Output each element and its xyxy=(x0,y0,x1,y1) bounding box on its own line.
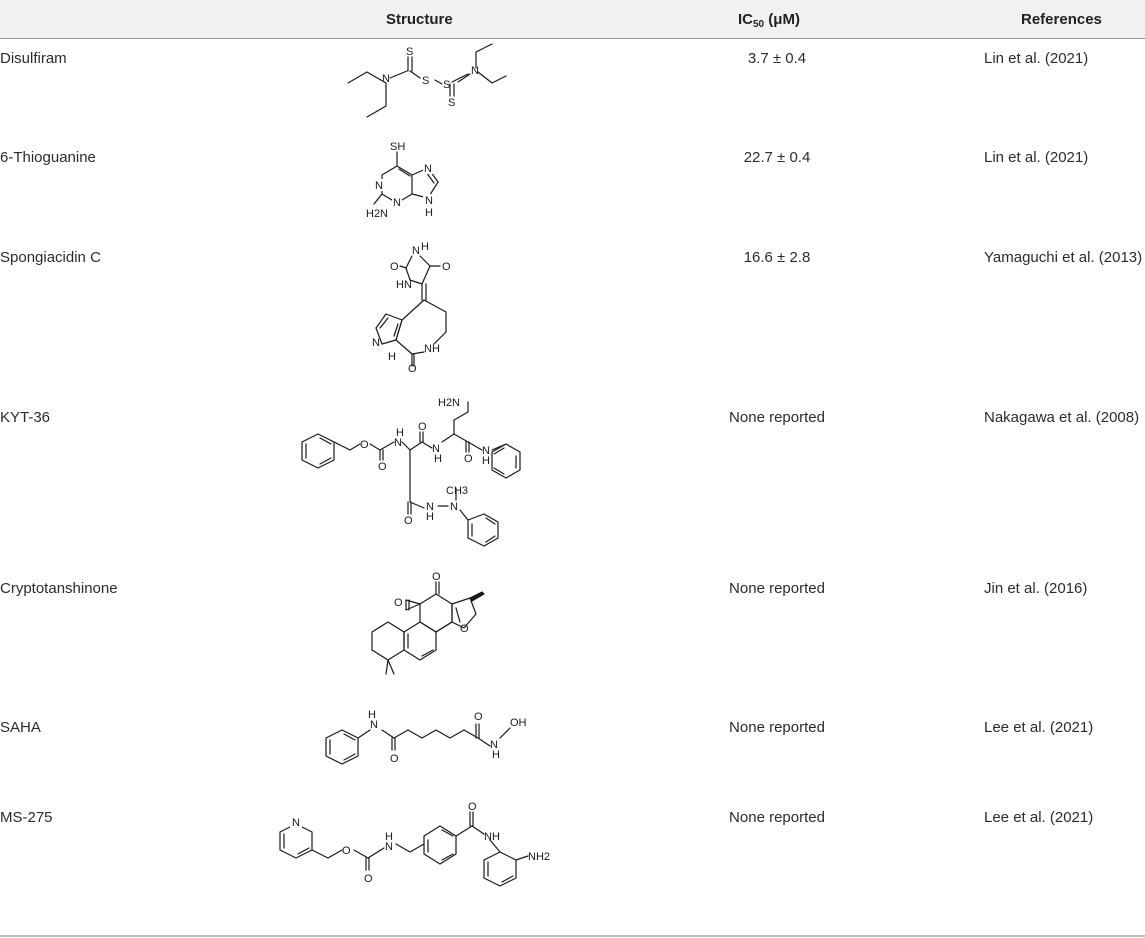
row-ic50-cryptotanshinone: None reported xyxy=(729,580,825,597)
spongiacidin-c-structure: O N H HN O NH O N H O xyxy=(372,241,451,375)
atom-h: H xyxy=(425,207,433,219)
row-ic50-saha: None reported xyxy=(729,719,825,736)
atom-o: O xyxy=(404,515,413,527)
atom-sh: SH xyxy=(390,141,405,153)
atom-nh2: NH2 xyxy=(528,851,550,863)
atom-n: N xyxy=(292,817,300,829)
atom-o: O xyxy=(474,711,483,723)
atom-h: H xyxy=(396,427,404,439)
atom-o: O xyxy=(460,623,469,635)
row-ic50-kyt-36: None reported xyxy=(729,409,825,426)
row-name-cryptotanshinone: Cryptotanshinone xyxy=(0,580,118,597)
table-header-background xyxy=(0,0,1145,38)
atom-n: N xyxy=(426,501,434,513)
ms-275-structure: N O O N H O NH NH2 xyxy=(279,801,550,887)
disulfiram-structure: S N S S S N xyxy=(347,43,507,118)
saha-structure: N H O O N H OH xyxy=(325,709,527,765)
atom-n: N xyxy=(393,197,401,209)
atom-o: O xyxy=(464,453,473,465)
atom-o: O xyxy=(390,261,399,273)
atom-n: N xyxy=(450,501,458,513)
atom-h: H xyxy=(368,709,376,721)
row-name-spongiacidin-c: Spongiacidin C xyxy=(0,249,101,266)
atom-o: O xyxy=(442,261,451,273)
atom-h2n: H2N xyxy=(366,208,388,220)
atom-h: H xyxy=(426,511,434,523)
atom-h: H xyxy=(388,351,396,363)
atom-n: N xyxy=(424,163,432,175)
row-reference-saha: Lee et al. (2021) xyxy=(984,719,1094,736)
cryptotanshinone-structure: O O O xyxy=(371,571,485,675)
atom-n: N xyxy=(412,245,420,257)
row-reference-6-thioguanine: Lin et al. (2021) xyxy=(984,149,1089,166)
header-ic50: IC50 (μM) xyxy=(738,11,800,30)
atom-nh: NH xyxy=(424,343,440,355)
atom-o: O xyxy=(468,801,477,813)
atom-s: S xyxy=(443,79,450,91)
atom-h: H xyxy=(434,453,442,465)
row-name-disulfiram: Disulfiram xyxy=(0,50,67,67)
atom-n: N xyxy=(370,719,378,731)
atom-o: O xyxy=(360,439,369,451)
row-ic50-6-thioguanine: 22.7 ± 0.4 xyxy=(743,149,811,166)
atom-n: N xyxy=(482,445,490,457)
atom-ch3: CH3 xyxy=(446,485,468,497)
atom-s: S xyxy=(406,46,413,58)
atom-hn: HN xyxy=(396,279,412,291)
row-ic50-ms-275: None reported xyxy=(729,809,825,826)
row-ic50-disulfiram: 3.7 ± 0.4 xyxy=(747,50,807,67)
atom-n: N xyxy=(432,443,440,455)
6-thioguanine-structure: SH N N N N H H2N xyxy=(366,141,439,220)
atom-n: N xyxy=(385,841,393,853)
header-structure: Structure xyxy=(386,11,453,28)
atom-n: N xyxy=(382,73,390,85)
atom-n: N xyxy=(375,180,383,192)
atom-n: N xyxy=(425,195,433,207)
atom-oh: OH xyxy=(510,717,527,729)
row-name-saha: SAHA xyxy=(0,719,41,736)
atom-nh: NH xyxy=(484,831,500,843)
row-ic50-spongiacidin-c: 16.6 ± 2.8 xyxy=(743,249,811,266)
atom-n: N xyxy=(471,65,479,77)
row-reference-disulfiram: Lin et al. (2021) xyxy=(984,50,1089,67)
row-reference-cryptotanshinone: Jin et al. (2016) xyxy=(984,580,1088,597)
atom-o: O xyxy=(342,845,351,857)
atom-n: N xyxy=(490,739,498,751)
row-reference-kyt-36: Nakagawa et al. (2008) xyxy=(984,409,1140,426)
atom-o: O xyxy=(408,363,417,375)
header-divider xyxy=(0,38,1145,39)
atom-o: O xyxy=(418,421,427,433)
atom-o: O xyxy=(432,571,441,583)
row-name-6-thioguanine: 6-Thioguanine xyxy=(0,149,96,166)
kyt-36-structure: O O N H O N H H2N O N H O N H N CH3 xyxy=(301,397,521,547)
row-reference-ms-275: Lee et al. (2021) xyxy=(984,809,1094,826)
atom-n: N xyxy=(394,437,402,449)
header-references: References xyxy=(1021,11,1102,28)
atom-h2n: H2N xyxy=(438,397,460,409)
atom-s: S xyxy=(448,97,455,109)
atom-n: N xyxy=(372,337,380,349)
atom-o: O xyxy=(390,753,399,765)
atom-h: H xyxy=(492,749,500,761)
row-name-ms-275: MS-275 xyxy=(0,809,53,826)
atom-h: H xyxy=(385,831,393,843)
table-bottom-border xyxy=(0,935,1145,937)
atom-h: H xyxy=(482,455,490,467)
atom-o: O xyxy=(394,597,403,609)
atom-s: S xyxy=(422,75,429,87)
atom-o: O xyxy=(378,461,387,473)
atom-h: H xyxy=(421,241,429,253)
row-name-kyt-36: KYT-36 xyxy=(0,409,51,426)
row-reference-spongiacidin-c: Yamaguchi et al. (2013) xyxy=(984,249,1143,266)
atom-o: O xyxy=(364,873,373,885)
